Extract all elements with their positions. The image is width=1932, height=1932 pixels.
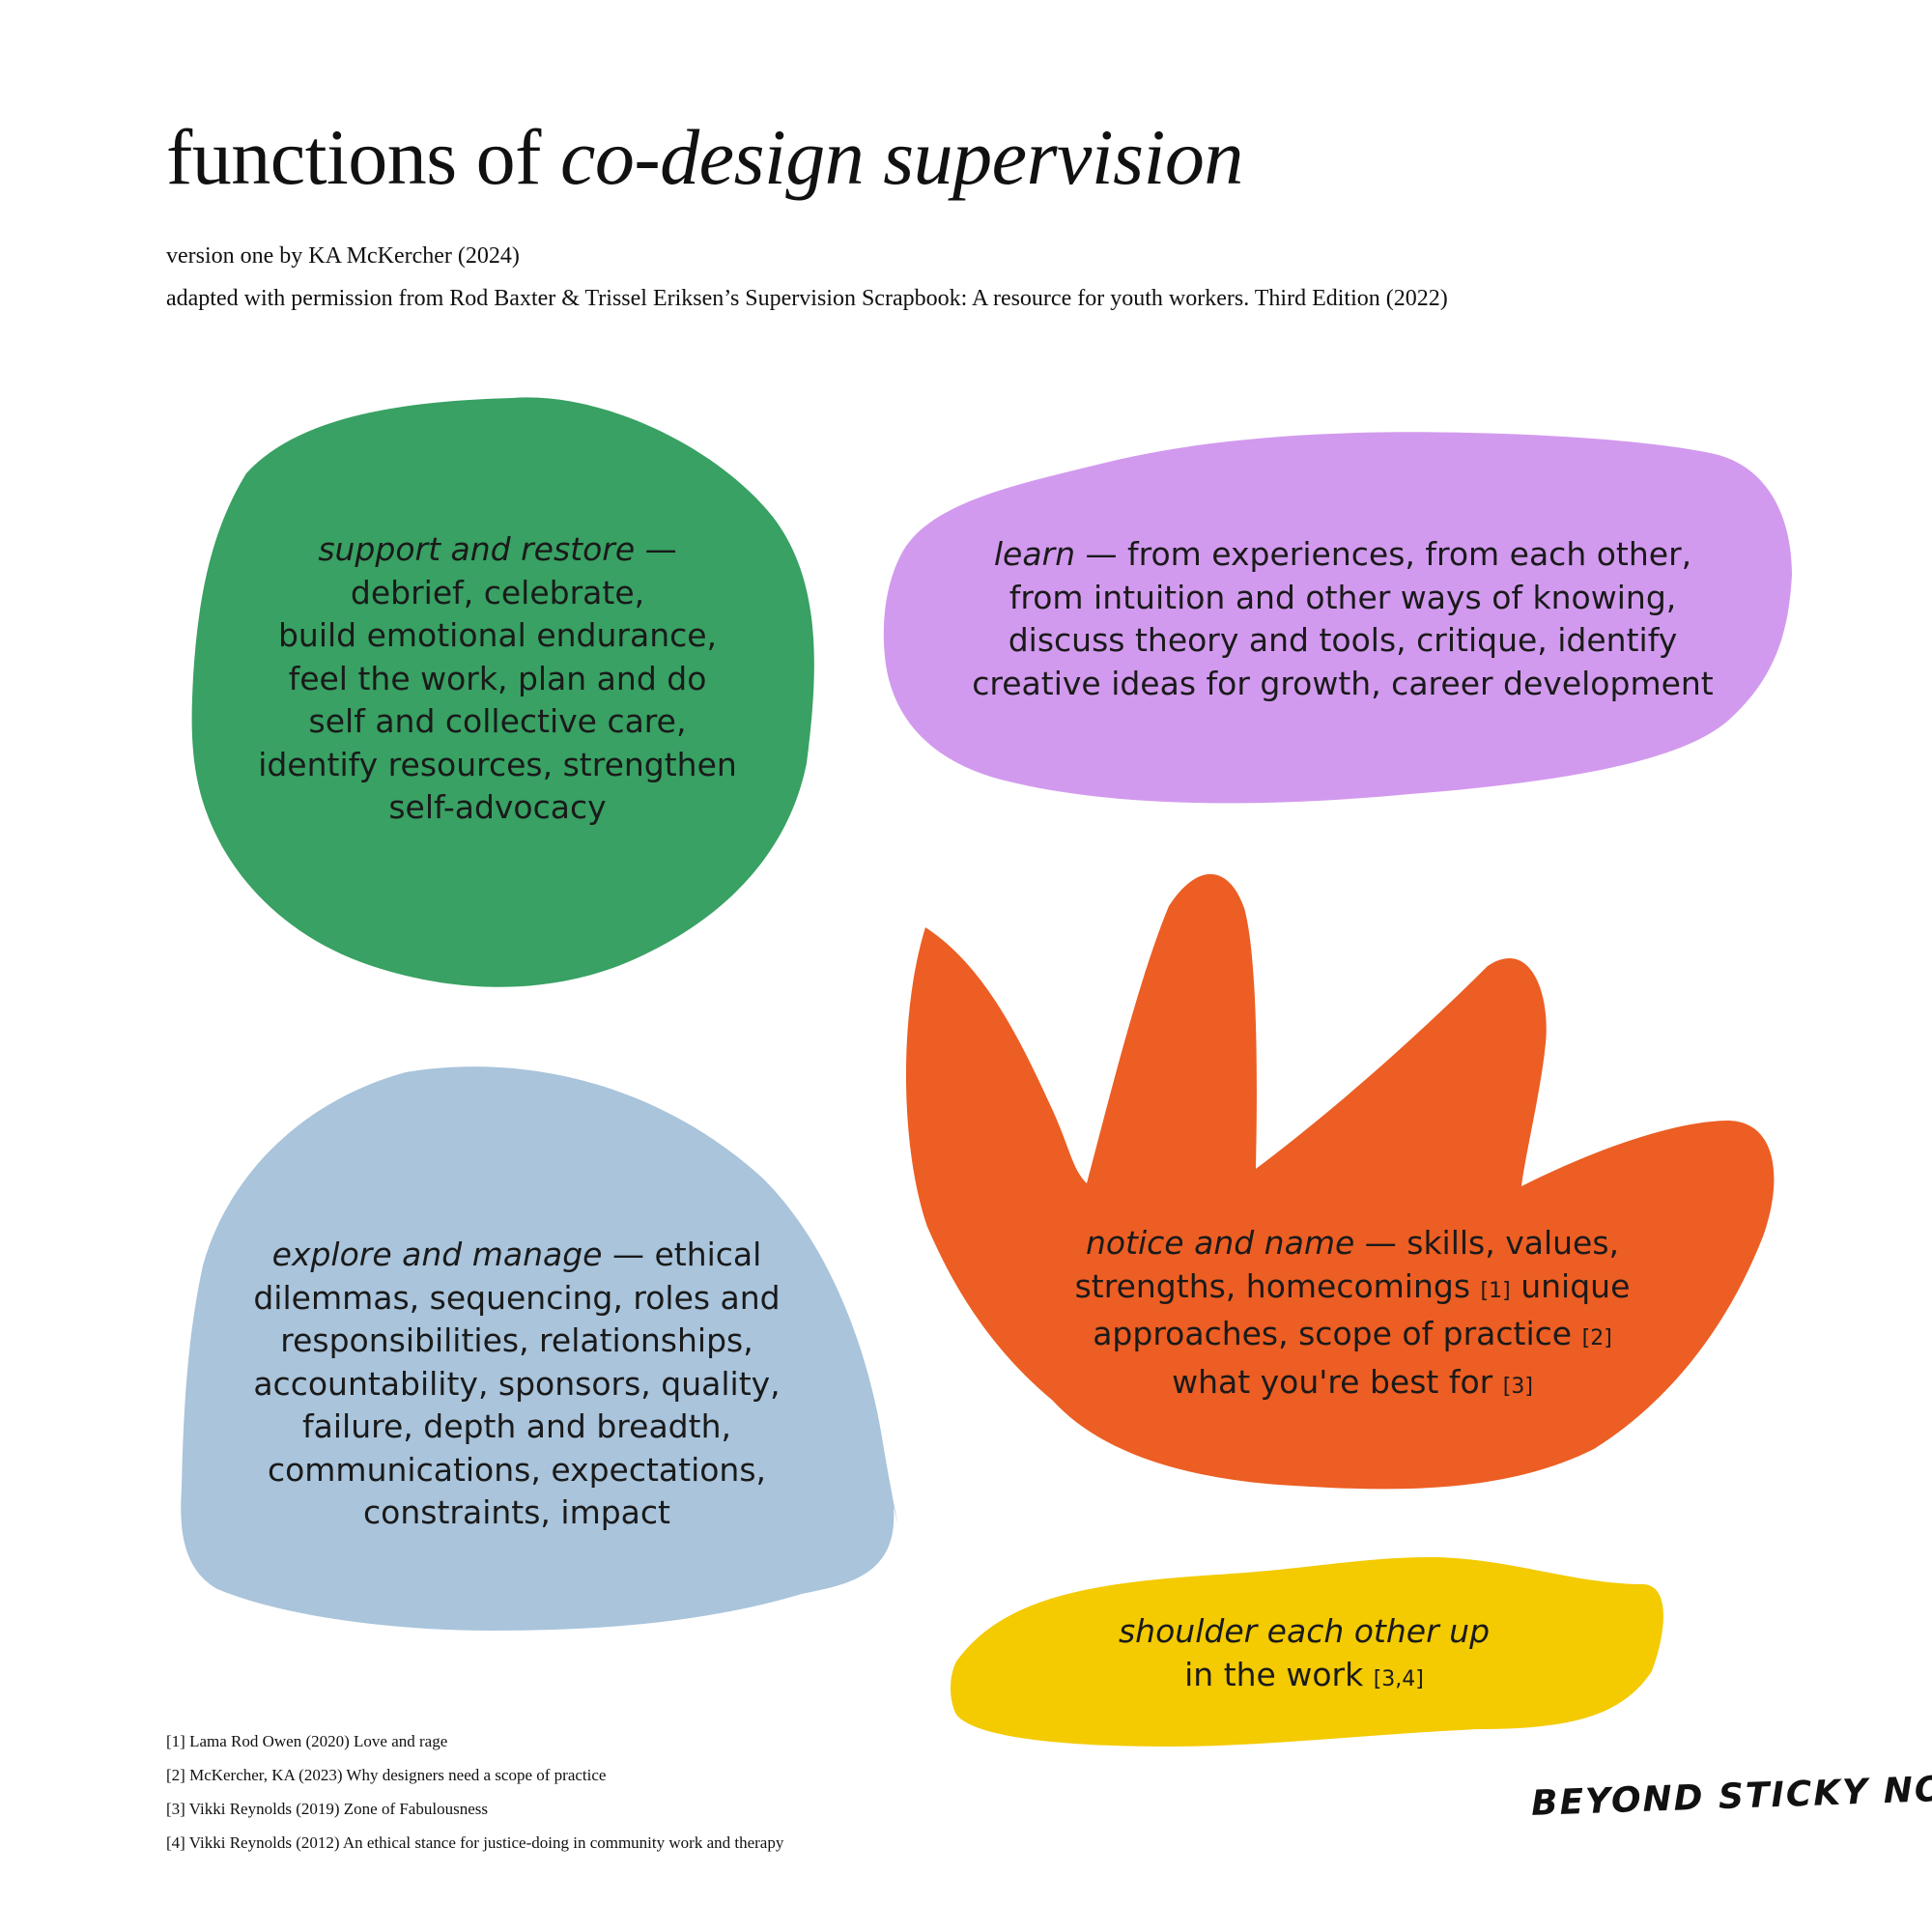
support-dash: — [635,530,677,568]
footnote: [3] Vikki Reynolds (2019) Zone of Fabulo… [166,1800,488,1818]
support-heading-line: support and restore — [213,528,782,572]
learn-heading-line: learn — from experiences, from each othe… [937,533,1748,577]
shoulder-line-2: in the work [3,4] [1072,1654,1536,1702]
explore-heading-line: explore and manage — ethical [227,1234,807,1277]
notice-line2-rest: unique [1520,1266,1631,1305]
support-line: feel the work, plan and do [288,659,707,697]
learn-blob [883,432,1792,804]
explore-heading: explore and manage [271,1236,603,1273]
shoulder-line2-text: in the work [1184,1655,1364,1693]
footnote: [2] McKercher, KA (2023) Why designers n… [166,1766,607,1784]
support-blob [191,397,814,987]
notice-line-3: approaches, scope of practice [2] [1053,1313,1652,1361]
title-plain: functions of [166,113,541,201]
notice-line2-text: strengths, homecomings [1074,1266,1471,1305]
learn-line: from intuition and other ways of knowing… [1009,578,1677,616]
support-text: support and restore — debrief, celebrate… [213,528,782,830]
notice-line-rest: — skills, values, [1354,1224,1620,1262]
learn-heading: learn [993,535,1076,573]
shoulder-text: shoulder each other up in the work [3,4] [1072,1610,1536,1701]
explore-blob [181,1066,898,1631]
learn-line: discuss theory and tools, critique, iden… [1008,621,1678,659]
explore-line: dilemmas, sequencing, roles and [253,1278,781,1317]
footnote-ref-3: [3] [1502,1374,1533,1399]
footnote: [4] Vikki Reynolds (2012) An ethical sta… [166,1833,784,1852]
support-heading: support and restore [318,530,636,568]
explore-line-rest: — ethical [602,1236,762,1273]
notice-line-4: what you're best for [3] [1053,1361,1652,1409]
support-line: identify resources, strengthen [258,745,737,783]
support-line: debrief, celebrate, [350,573,645,611]
adaptation-credit: adapted with permission from Rod Baxter … [166,286,1448,311]
learn-line: creative ideas for growth, career develo… [972,664,1714,702]
version-byline: version one by KA McKercher (2024) [166,243,520,269]
notice-heading-line: notice and name — skills, values, [1053,1222,1652,1265]
shoulder-heading: shoulder each other up [1118,1612,1491,1650]
support-line: self-advocacy [388,788,607,826]
footnote-ref-3-4: [3,4] [1373,1666,1424,1691]
shoulder-heading-line: shoulder each other up [1072,1610,1536,1654]
footnote-ref-1: [1] [1480,1278,1511,1303]
notice-heading: notice and name [1085,1224,1355,1262]
support-line: build emotional endurance, [277,616,718,654]
shoulder-blob [951,1557,1663,1747]
learn-text: learn — from experiences, from each othe… [937,533,1748,705]
title-italic: co-design supervision [559,113,1243,201]
notice-line3-text: approaches, scope of practice [1093,1315,1573,1352]
support-line: self and collective care, [308,702,687,740]
explore-line: communications, expectations, [267,1450,767,1489]
footnotes: [1] Lama Rod Owen (2020) Love and rage [… [166,1724,783,1860]
page-title: functions of co-design supervision [166,113,1243,201]
explore-line: responsibilities, relationships, [280,1321,753,1359]
explore-text: explore and manage — ethical dilemmas, s… [227,1234,807,1535]
notice-text: notice and name — skills, values, streng… [1053,1222,1652,1408]
footnote-ref-2: [2] [1581,1326,1612,1350]
explore-line: accountability, sponsors, quality, [253,1364,781,1403]
explore-line: constraints, impact [363,1493,670,1531]
notice-line-2: strengths, homecomings [1] unique [1053,1265,1652,1314]
footnote: [1] Lama Rod Owen (2020) Love and rage [166,1732,448,1750]
explore-line: failure, depth and breadth, [302,1407,731,1445]
notice-blob [905,873,1775,1490]
notice-line4-text: what you're best for [1172,1362,1493,1401]
learn-line-rest: — from experiences, from each other, [1075,535,1692,573]
